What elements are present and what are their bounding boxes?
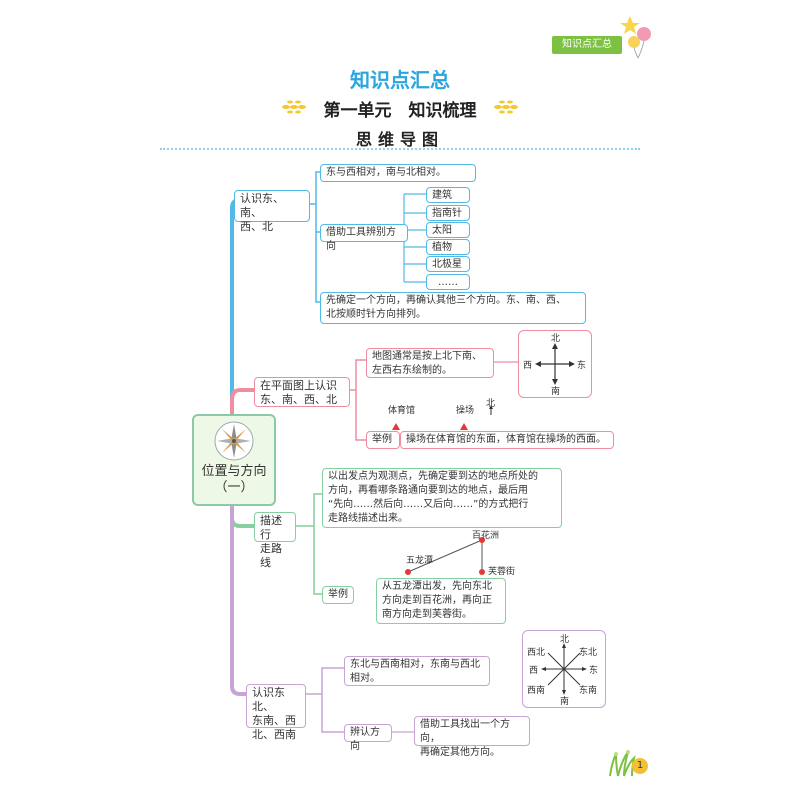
route-diagram <box>405 537 485 575</box>
center-topic: 位置与方向 （一） <box>192 414 276 506</box>
baihuazhou-point-icon <box>479 537 485 543</box>
opposite-directions-note: 东与西相对，南与北相对。 <box>320 164 476 182</box>
unit-title: 第一单元 知识梳理 <box>323 101 477 121</box>
center-title: 位置与方向 <box>201 464 267 479</box>
route-example-note: 从五龙潭出发，先向东北 方向走到百花洲，再向正 南方向走到芙蓉街。 <box>376 578 506 624</box>
four-direction-arrows <box>535 343 575 385</box>
mind-map-title: 思维导图 <box>355 130 444 149</box>
center-subtitle: （一） <box>214 480 254 495</box>
example-label: 举例 <box>366 431 400 449</box>
topic-plan-directions: 在平面图上认识 东、南、西、北 <box>254 377 350 407</box>
topic-cardinal-directions: 认识东、南、 西、北 <box>234 190 310 233</box>
section-tag: 知识点汇总 <box>552 36 622 54</box>
tool-item: 植物 <box>426 239 470 255</box>
tool-item: 建筑 <box>426 187 470 203</box>
tool-item: …… <box>426 274 470 290</box>
map-convention-note: 地图通常是按上北下南、 左西右东绘制的。 <box>366 348 494 378</box>
place-furongjie: 芙蓉街 <box>488 567 516 577</box>
tool-item: 指南针 <box>426 205 470 221</box>
grass-decoration <box>609 750 636 777</box>
compass-west-label: 西 <box>523 361 533 371</box>
eight-direction-arrows <box>541 643 587 695</box>
compass-four-card: 北 南 西 东 <box>518 330 592 398</box>
plan-example-note: 操场在体育馆的东面，体育馆在操场的西面。 <box>400 431 614 449</box>
identify-direction-note: 借助工具找出一个方向， 再确定其他方向。 <box>414 716 530 758</box>
clockwise-rule-note: 先确定一个方向，再确认其他三个方向。东、南、西、 北按顺时针方向排列。 <box>320 292 586 324</box>
main-title: 知识点汇总 <box>350 68 450 92</box>
route-example-label: 举例 <box>322 586 354 604</box>
compass-north-label: 北 <box>551 334 561 344</box>
compass-w-label: 西 <box>529 666 539 676</box>
place-baihuazhou: 百花洲 <box>472 531 500 541</box>
compass-rose-icon <box>214 421 254 461</box>
compass-south-label: 南 <box>551 387 561 397</box>
wulongtan-point-icon <box>405 569 411 575</box>
tool-item: 北极星 <box>426 256 470 272</box>
compass-east-label: 东 <box>577 361 587 371</box>
compass-sw-label: 西南 <box>527 686 546 696</box>
place-gym: 体育馆 <box>388 406 416 416</box>
compass-e-label: 东 <box>589 666 599 676</box>
intercardinal-opposite-note: 东北与西南相对，东南与西北 相对。 <box>344 656 490 686</box>
identify-direction-label: 辨认方向 <box>344 724 392 752</box>
marker-gym-icon <box>392 423 400 430</box>
compass-eight-card: 北 南 西 东 西北 东北 西南 东南 <box>522 630 606 708</box>
place-playground: 操场 <box>456 406 475 416</box>
marker-playground-icon <box>460 423 468 430</box>
tools-label: 借助工具辨别方向 <box>320 224 408 252</box>
page-number: 1 <box>632 758 648 774</box>
title-divider <box>160 148 640 150</box>
compass-nw-label: 西北 <box>527 648 546 658</box>
compass-s-label: 南 <box>560 697 570 707</box>
topic-describe-route: 描述行 走路线 <box>254 512 296 569</box>
wheat-right-icon <box>494 100 518 114</box>
compass-n-label: 北 <box>560 635 570 645</box>
topic-intercardinal-directions: 认识东北、 东南、西 北、西南 <box>246 684 306 741</box>
north-marker-label: 北 <box>486 399 496 409</box>
place-wulongtan: 五龙潭 <box>406 556 434 566</box>
compass-ne-label: 东北 <box>579 648 598 658</box>
furongjie-point-icon <box>479 569 485 575</box>
tool-item: 太阳 <box>426 222 470 238</box>
route-description-rule: 以出发点为观测点，先确定要到达的地点所处的 方向，再看哪条路通向要到达的地点，最… <box>322 468 562 528</box>
plan-markers <box>392 405 493 430</box>
compass-se-label: 东南 <box>579 686 598 696</box>
balloon-decoration <box>620 16 651 59</box>
wheat-left-icon <box>282 100 306 114</box>
